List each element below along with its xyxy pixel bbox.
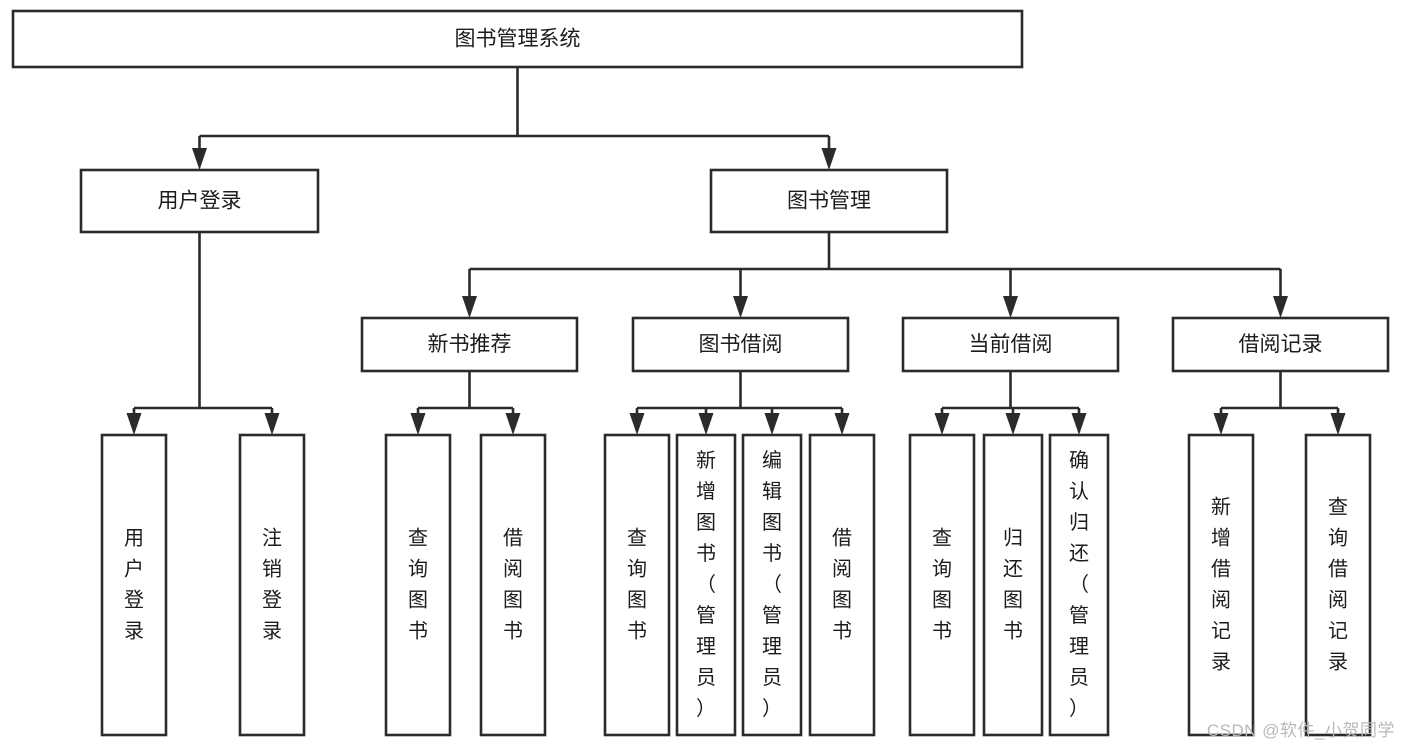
node-leaf-add-borrow-record[interactable]: 新增借阅记录 (1187, 433, 1255, 737)
edge-arrowhead (629, 413, 645, 435)
node-label: 查询图书 (408, 527, 428, 643)
edge-arrowhead (764, 413, 780, 435)
edge-arrowhead (1330, 413, 1346, 435)
edge-arrowhead (1005, 413, 1021, 435)
node-box (360, 316, 579, 373)
node-label: 归还图书 (1003, 527, 1023, 643)
node-box (709, 168, 949, 234)
node-label: 查询图书 (627, 527, 647, 643)
node-box (631, 316, 850, 373)
edge-arrowhead (1273, 296, 1288, 318)
edge-arrowhead (410, 413, 426, 435)
edge-arrowhead (1003, 296, 1018, 318)
node-label: 当前借阅 (969, 333, 1053, 356)
node-box (479, 433, 547, 737)
edge-arrowhead (192, 148, 207, 170)
node-box (79, 168, 320, 234)
node-leaf-query-borrow-record[interactable]: 查询借阅记录 (1304, 433, 1372, 737)
edge-arrowhead (698, 413, 714, 435)
node-label: 注销登录 (262, 527, 282, 643)
node-box (1187, 433, 1255, 737)
node-label: 借阅记录 (1239, 333, 1323, 356)
node-book-manage[interactable]: 图书管理 (709, 168, 949, 234)
node-box (908, 433, 976, 737)
node-box (982, 433, 1044, 737)
node-leaf-query-book-current[interactable]: 查询图书 (908, 433, 976, 737)
edge-arrowhead (834, 413, 850, 435)
node-new-book-recommend[interactable]: 新书推荐 (360, 316, 579, 373)
node-label: 新书推荐 (428, 333, 512, 356)
node-borrow-record[interactable]: 借阅记录 (1171, 316, 1390, 373)
edge-arrowhead (505, 413, 521, 435)
watermark-label: CSDN @软件_小贺同学 (1206, 721, 1395, 740)
node-leaf-query-book-recommend[interactable]: 查询图书 (384, 433, 452, 737)
node-box (675, 433, 737, 737)
node-label: 借阅图书 (832, 527, 852, 643)
node-leaf-edit-book[interactable]: 编辑图书（管理员） (741, 433, 803, 737)
node-label: 新增借阅记录 (1211, 496, 1231, 674)
node-label: 查询图书 (932, 527, 952, 643)
node-box (741, 433, 803, 737)
edge-arrowhead (264, 413, 280, 435)
node-label: 借阅图书 (503, 527, 523, 643)
node-box (808, 433, 876, 737)
node-box (901, 316, 1120, 373)
node-label: 新增图书（管理员） (696, 449, 716, 720)
node-leaf-user-login[interactable]: 用户登录 (100, 433, 168, 737)
node-leaf-user-logout[interactable]: 注销登录 (238, 433, 306, 737)
node-box (1048, 433, 1110, 737)
node-label: 图书管理系统 (455, 28, 581, 51)
edge-arrowhead (733, 296, 748, 318)
node-label: 编辑图书（管理员） (762, 449, 782, 720)
edges-layer (126, 67, 1346, 435)
node-label: 用户登录 (124, 528, 144, 643)
node-leaf-borrow-book-recommend[interactable]: 借阅图书 (479, 433, 547, 737)
edge-arrowhead (126, 413, 142, 435)
node-box (1171, 316, 1390, 373)
node-label: 查询借阅记录 (1328, 496, 1348, 674)
node-label: 用户登录 (158, 190, 242, 213)
node-box (238, 433, 306, 737)
edge-arrowhead (934, 413, 950, 435)
node-user-login[interactable]: 用户登录 (79, 168, 320, 234)
node-leaf-add-book[interactable]: 新增图书（管理员） (675, 433, 737, 737)
node-leaf-confirm-return[interactable]: 确认归还（管理员） (1048, 433, 1110, 737)
node-leaf-query-book-borrow[interactable]: 查询图书 (603, 433, 671, 737)
node-leaf-return-book[interactable]: 归还图书 (982, 433, 1044, 737)
node-box (603, 433, 671, 737)
node-box (100, 433, 168, 737)
node-label: 图书借阅 (699, 333, 783, 356)
edge-arrowhead (1071, 413, 1087, 435)
node-leaf-borrow-book[interactable]: 借阅图书 (808, 433, 876, 737)
node-root[interactable]: 图书管理系统 (11, 9, 1024, 69)
edge-arrowhead (1213, 413, 1229, 435)
node-book-borrow[interactable]: 图书借阅 (631, 316, 850, 373)
node-box (384, 433, 452, 737)
node-box (11, 9, 1024, 69)
edge-arrowhead (462, 296, 477, 318)
node-label: 确认归还（管理员） (1069, 449, 1089, 720)
edge-arrowhead (821, 148, 837, 170)
node-box (1304, 433, 1372, 737)
node-current-borrow[interactable]: 当前借阅 (901, 316, 1120, 373)
nodes-layer: 图书管理系统用户登录图书管理新书推荐图书借阅当前借阅借阅记录用户登录注销登录查询… (11, 9, 1390, 737)
node-label: 图书管理 (787, 190, 871, 213)
